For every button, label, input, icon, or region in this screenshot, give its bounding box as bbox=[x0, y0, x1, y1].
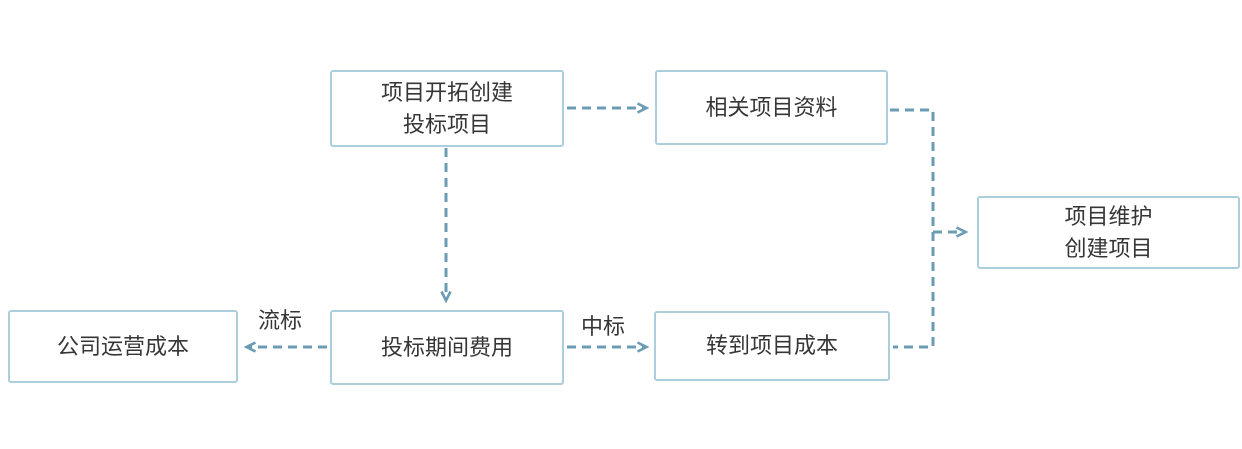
node-label-line: 相关项目资料 bbox=[705, 94, 838, 120]
edge-label-failed-bid: 流标 bbox=[257, 308, 302, 333]
node-company-operating-cost: 公司运营成本 bbox=[8, 310, 238, 383]
connector-related-materials-and-transfer-cost bbox=[890, 108, 935, 349]
node-label-line: 投标期间费用 bbox=[380, 334, 513, 360]
edge-label-won-bid: 中标 bbox=[580, 314, 625, 339]
node-label-line: 创建项目 bbox=[1064, 235, 1153, 261]
node-label-line: 公司运营成本 bbox=[56, 333, 189, 359]
node-project-maintenance: 项目维护 创建项目 bbox=[977, 196, 1240, 269]
node-bidding-period-expenses: 投标期间费用 bbox=[330, 310, 564, 385]
node-label-line: 投标项目 bbox=[402, 111, 491, 137]
node-bid-project-creation: 项目开拓创建 投标项目 bbox=[330, 70, 564, 147]
node-transfer-to-project-cost: 转到项目成本 bbox=[654, 311, 890, 381]
node-label-line: 转到项目成本 bbox=[705, 333, 838, 359]
node-label-line: 项目开拓创建 bbox=[380, 79, 513, 105]
node-label-line: 项目维护 bbox=[1064, 203, 1153, 229]
node-related-materials: 相关项目资料 bbox=[655, 70, 888, 145]
